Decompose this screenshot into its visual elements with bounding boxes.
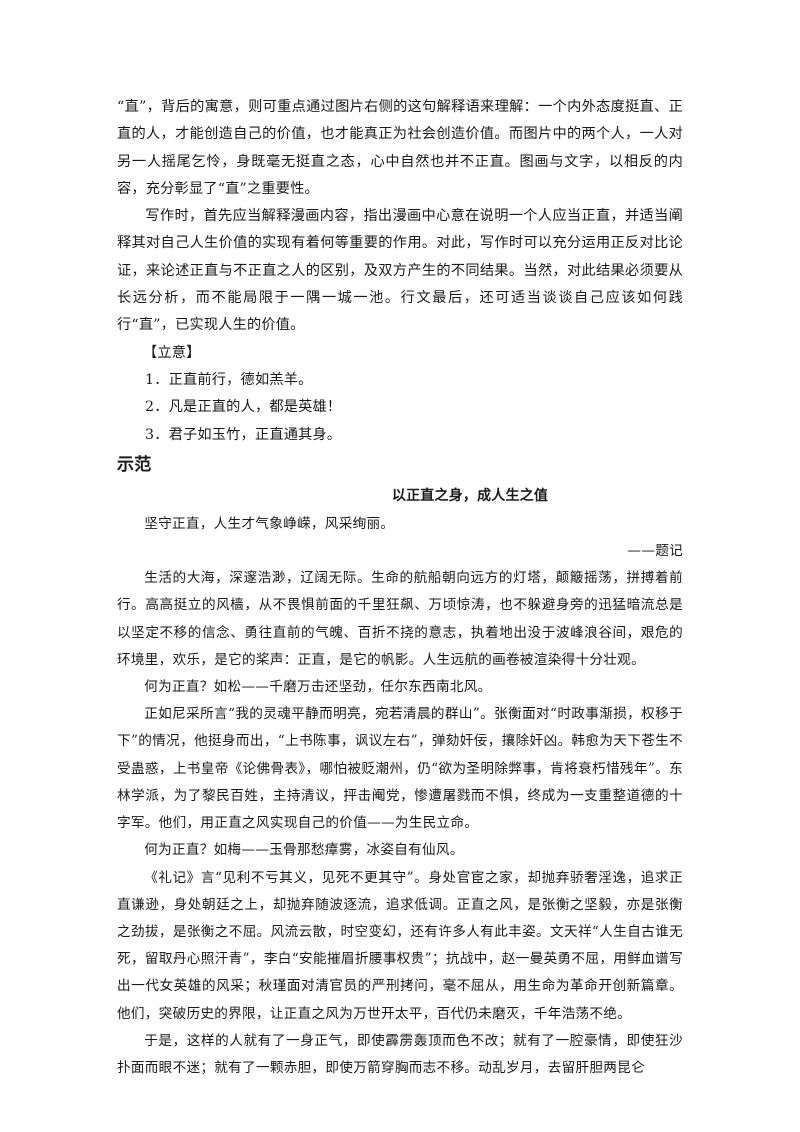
essay-paragraph: 何为正直？如梅——玉骨那愁瘴雾，冰姿自有仙风。 — [144, 842, 464, 859]
essay-body: 坚守正直，人生才气象峥嵘，风采绚丽。 ——题记 生活的大海，深邃浩渺，辽阔无际。… — [117, 511, 683, 1082]
analysis-paragraph: “直”，背后的寓意，则可重点通过图片右侧的这句解释语来理解：一个内外态度挺直、正… — [117, 99, 683, 197]
essay-epigraph-signature: ——题记 — [627, 543, 683, 560]
lizhi-item: 1．正直前行，德如羔羊。 — [145, 371, 313, 388]
essay-epigraph: 坚守正直，人生才气象峥嵘，风采绚丽。 — [144, 515, 395, 532]
lizhi-label: 【立意】 — [143, 344, 201, 361]
lizhi-item: 3．君子如玉竹，正直通其身。 — [145, 426, 342, 443]
essay-paragraph: 于是，这样的人就有了一身正气，即使霹雳轰顶而色不改；就有了一腔豪情，即使狂沙扑面… — [117, 1032, 683, 1076]
document-page: “直”，背后的寓意，则可重点通过图片右侧的这句解释语来理解：一个内外态度挺直、正… — [117, 94, 683, 1082]
lizhi-item: 2．凡是正直的人，都是英雄！ — [145, 399, 342, 416]
essay-paragraph: 正如尼采所言“我的灵魂平静而明亮，宛若清晨的群山”。张衡面对“时政事渐损，权移于… — [117, 706, 683, 832]
essay-paragraph: 《礼记》言“见利不亏其义，见死不更其守”。身处官宦之家，却抛弃骄奢淫逸，追求正直… — [117, 869, 683, 1022]
analysis-paragraph: 写作时，首先应当解释漫画内容，指出漫画中心意在说明一个人应当正直，并适当阐释其对… — [117, 208, 683, 334]
essay-paragraph: 何为正直？如松——千磨万击还坚劲，任尔东西南北风。 — [144, 679, 492, 696]
essay-title: 以正直之身，成人生之值 — [391, 487, 549, 504]
section-heading: 示范 — [117, 454, 152, 475]
essay-paragraph: 生活的大海，深邃浩渺，辽阔无际。生命的航船朝向远方的灯塔，颠簸摇荡，拼搏着前行。… — [117, 570, 683, 668]
